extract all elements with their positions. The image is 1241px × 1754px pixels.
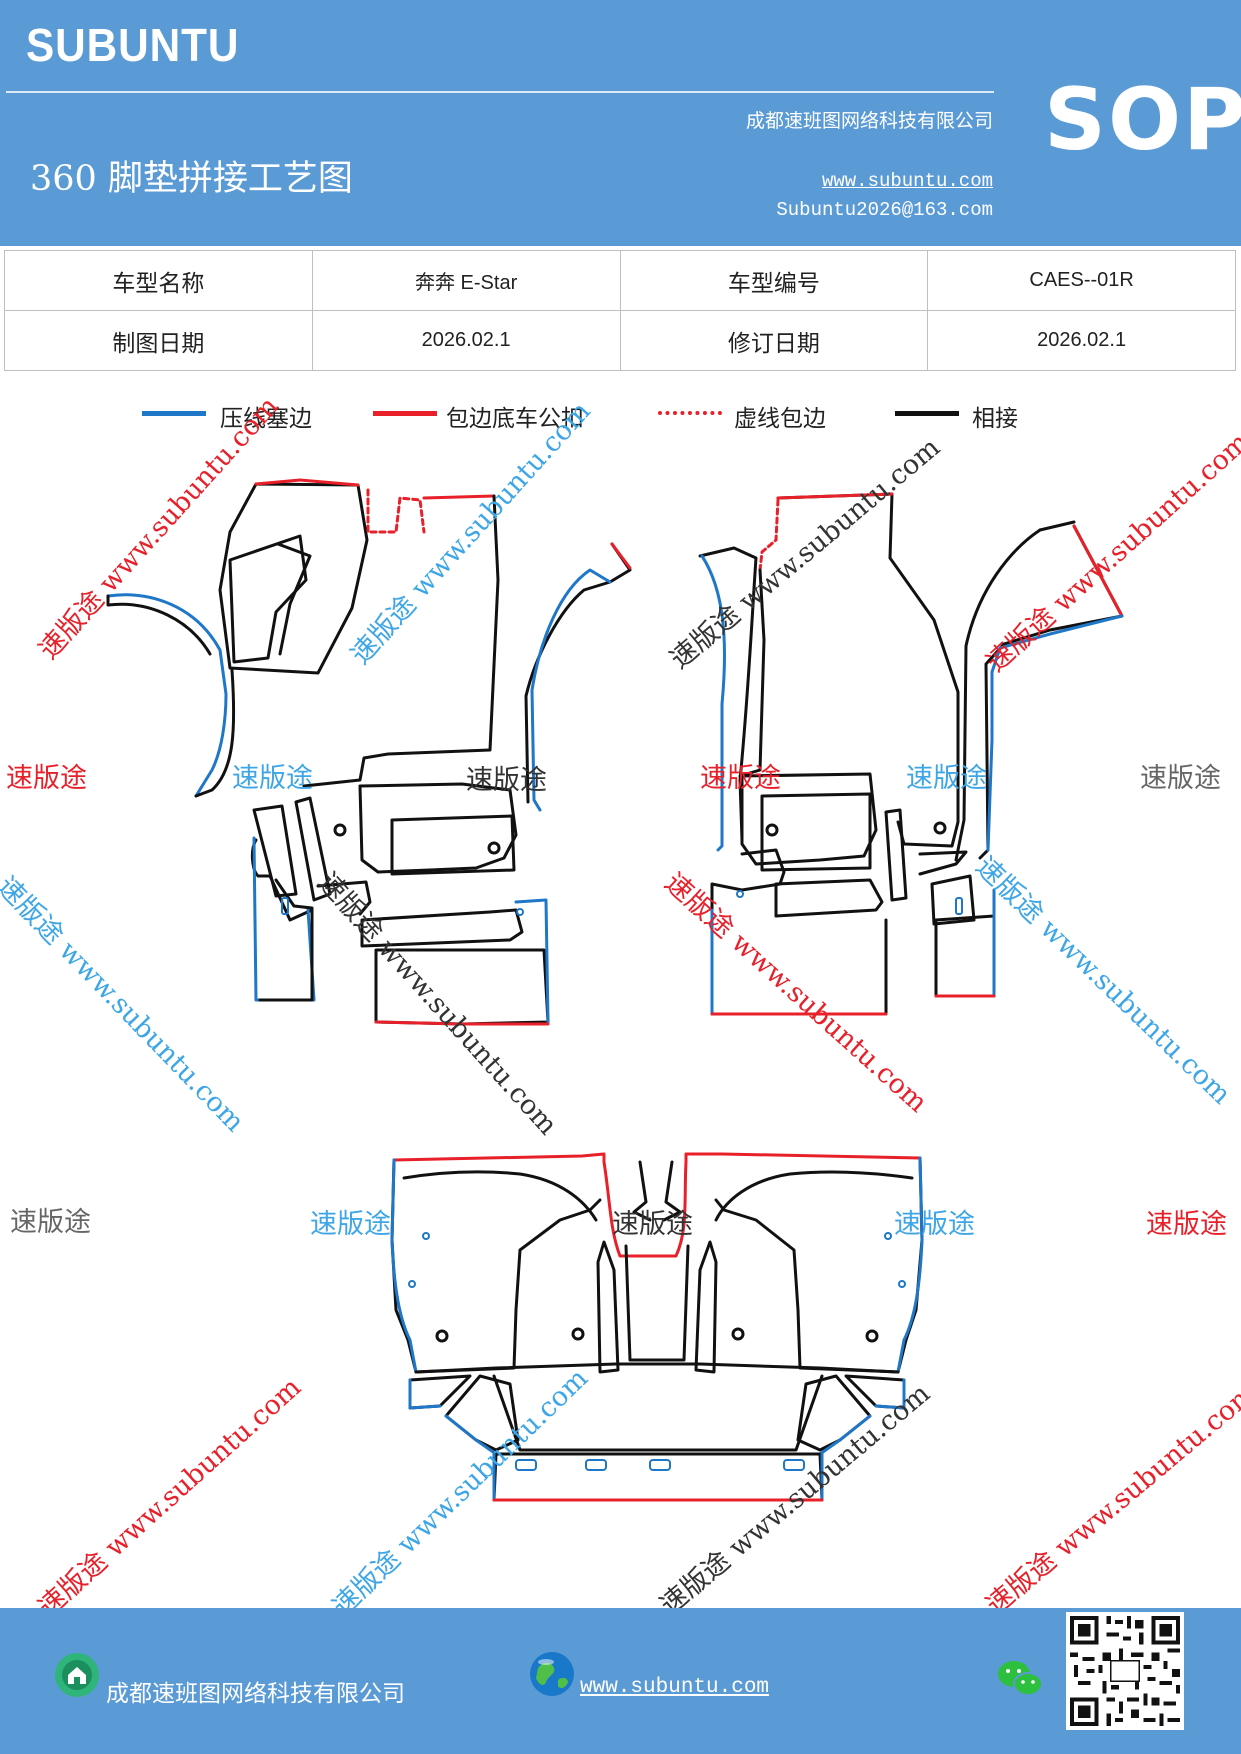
legend-label-red-dotted: 虚线包边 [734, 406, 826, 432]
brand-logo-text: SUBUNTU [26, 19, 240, 71]
watermark-text: 速版途 [906, 763, 987, 794]
watermark-text: 速版途 [310, 1209, 391, 1240]
footer-website-link[interactable]: www.subuntu.com [580, 1676, 770, 1699]
footer-company: 成都速班图网络科技有限公司 [106, 1681, 405, 1707]
globe-icon [530, 1652, 574, 1696]
watermark-text: 速版途 [466, 765, 547, 796]
legend-swatch-blue [142, 411, 206, 416]
legend-label-blue: 压线塞边 [220, 406, 312, 432]
legend-label-red: 包边底车公扣 [446, 406, 584, 432]
vehicle-info-table: 车型名称 奔奔 E-Star 车型编号 CAES--01R 制图日期 2026.… [4, 250, 1236, 371]
watermark-text: 速版途 [232, 763, 313, 794]
revise-date-value: 2026.02.1 [927, 310, 1236, 371]
watermark-text: 速版途 [10, 1207, 91, 1238]
rear-mat [390, 1152, 924, 1502]
table-row: 制图日期 2026.02.1 修订日期 2026.02.1 [4, 310, 1236, 371]
legend-label-black: 相接 [972, 406, 1018, 432]
watermark-text: 速版途 [894, 1209, 975, 1240]
header-company: 成都速班图网络科技有限公司 [745, 110, 993, 132]
legend-swatch-red [373, 411, 437, 416]
table-row: 车型名称 奔奔 E-Star 车型编号 CAES--01R [4, 250, 1236, 311]
watermark-text: 速版途 [1146, 1209, 1227, 1240]
header-email[interactable]: Subuntu2026@163.com [776, 199, 993, 221]
sop-badge: SOP [1044, 70, 1241, 170]
page-title: 360 脚垫拼接工艺图 [30, 159, 353, 199]
header-divider [6, 91, 994, 93]
front-left-mat [106, 478, 632, 1026]
watermark-text: 速版途 [700, 763, 781, 794]
legend-swatch-black [895, 411, 959, 416]
draw-date-label: 制图日期 [4, 310, 313, 371]
header-banner: SUBUNTU 成都速班图网络科技有限公司 360 脚垫拼接工艺图 www.su… [0, 0, 1241, 246]
legend-swatch-red-dotted [658, 411, 722, 415]
model-code-label: 车型编号 [619, 250, 929, 311]
model-code-value: CAES--01R [927, 250, 1236, 311]
building-icon [55, 1653, 99, 1697]
header-website-link[interactable]: www.subuntu.com [821, 170, 993, 192]
watermark-text: 速版途 [1140, 763, 1221, 794]
line-legend: 压线塞边 包边底车公扣 虚线包边 相接 [0, 395, 1241, 435]
footer-banner: 成都速班图网络科技有限公司 www.subuntu.com [0, 1608, 1241, 1754]
model-name-value: 奔奔 E-Star [311, 250, 621, 311]
floor-mat-diagram [106, 478, 1124, 1502]
revise-date-label: 修订日期 [619, 310, 929, 371]
qr-code-icon [1066, 1612, 1184, 1730]
front-right-mat [698, 492, 1124, 1016]
model-name-label: 车型名称 [4, 250, 313, 311]
wechat-icon [998, 1661, 1043, 1696]
watermark-text: 速版途 [6, 763, 87, 794]
watermark-text: 速版途 [612, 1209, 693, 1240]
draw-date-value: 2026.02.1 [311, 310, 621, 371]
